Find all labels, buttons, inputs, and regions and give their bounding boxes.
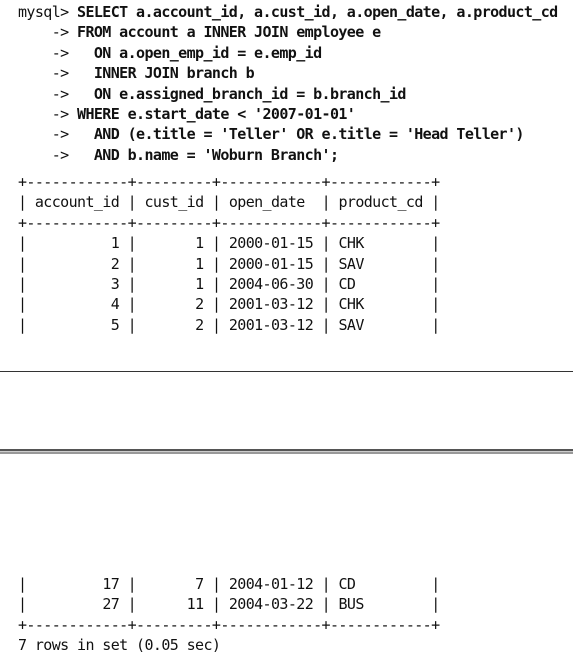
table-cell: 2001-03-12 (228, 295, 314, 314)
table-cell: CHK (338, 295, 423, 314)
table-cell: 1 (144, 275, 204, 294)
continuation-prompt: -> (18, 145, 78, 164)
select-clause: SELECT a.account_id, a.cust_id, a.open_d… (77, 3, 558, 21)
table-cell: CD (338, 575, 423, 593)
table-cell: 2 (144, 295, 204, 314)
result-table-top: +------------+---------+------------+---… (18, 172, 440, 335)
table-row: | 4 | 2 | 2001-03-12 | CHK | (18, 295, 440, 314)
table-cell: BUS (338, 595, 423, 614)
query-line-where: WHERE e.start_date < '2007-01-01' (77, 105, 356, 124)
query-line-on-branch: ON e.assigned_branch_id = b.branch_id (77, 84, 407, 103)
column-header: account_id (34, 193, 120, 212)
table-cell: 1 (144, 254, 204, 273)
table-row: | 3 | 1 | 2004-06-30 | CD | (18, 275, 440, 294)
table-cell: 2 (144, 315, 204, 334)
query-line-from: FROM account a INNER JOIN employee e (77, 23, 381, 42)
table-cell: 5 (34, 315, 120, 334)
table-cell: 2004-01-12 (228, 575, 314, 593)
query-line-and-branch-name: AND b.name = 'Woburn Branch'; (77, 145, 339, 164)
table-cell: 2001-03-12 (228, 315, 314, 334)
table-cell: 11 (144, 595, 204, 614)
table-cell: 2 (34, 254, 120, 273)
table-header-row: | account_id | cust_id | open_date | pro… (18, 193, 440, 212)
query-line-on-emp: ON a.open_emp_id = e.emp_id (77, 43, 322, 62)
query-line-and-title: AND (e.title = 'Teller' OR e.title = 'He… (77, 125, 525, 144)
table-cell: 4 (34, 295, 120, 314)
table-row: | 17 | 7 | 2004-01-12 | CD | (18, 575, 440, 593)
continuation-prompt: -> (18, 23, 78, 42)
table-row: | 1 | 1 | 2000-01-15 | CHK | (18, 234, 440, 253)
table-cell: CHK (338, 234, 423, 253)
table-border: +------------+---------+------------+---… (18, 213, 440, 232)
table-cell: 7 (144, 575, 204, 593)
column-header: product_cd (338, 193, 423, 212)
table-cell: 2000-01-15 (228, 254, 314, 273)
column-header: cust_id (144, 193, 205, 212)
table-cell: CD (338, 275, 423, 294)
table-cell: SAV (338, 254, 423, 273)
result-table-bottom: | 17 | 7 | 2004-01-12 | CD | | 27 | 11 |… (18, 574, 440, 656)
cutoff-text-fragment (250, 440, 460, 448)
table-row: | 2 | 1 | 2000-01-15 | SAV | (18, 254, 440, 273)
table-row: | 27 | 11 | 2004-03-22 | BUS | (18, 595, 440, 614)
table-row: | 5 | 2 | 2001-03-12 | SAV | (18, 315, 440, 334)
table-cell: SAV (338, 315, 423, 334)
table-cell: 3 (34, 275, 120, 294)
table-cell: 2004-06-30 (228, 275, 314, 294)
table-cell: 2004-03-22 (228, 595, 314, 614)
rows-in-set-footer: 7 rows in set (0.05 sec) (18, 636, 221, 655)
table-cell: 27 (34, 595, 120, 614)
table-cell: 1 (34, 234, 120, 253)
mysql-prompt: mysql> (18, 3, 78, 21)
table-border: +------------+---------+------------+---… (18, 615, 440, 634)
continuation-prompt: -> (18, 125, 78, 144)
table-border: +------------+---------+------------+---… (18, 173, 440, 191)
query-line-join-branch: INNER JOIN branch b (77, 64, 255, 83)
table-cell: 17 (34, 575, 120, 593)
continuation-prompt: -> (18, 84, 78, 103)
table-cell: 2000-01-15 (228, 234, 314, 253)
table-cell: 1 (144, 234, 204, 253)
continuation-prompt: -> (18, 64, 78, 83)
page-break-bar (0, 449, 573, 454)
continuation-prompt: -> (18, 43, 78, 62)
page-break-line (0, 371, 573, 372)
continuation-prompt: -> (18, 105, 78, 124)
sql-query: mysql> SELECT a.account_id, a.cust_id, a… (18, 2, 558, 165)
column-header: open_date (228, 193, 314, 212)
